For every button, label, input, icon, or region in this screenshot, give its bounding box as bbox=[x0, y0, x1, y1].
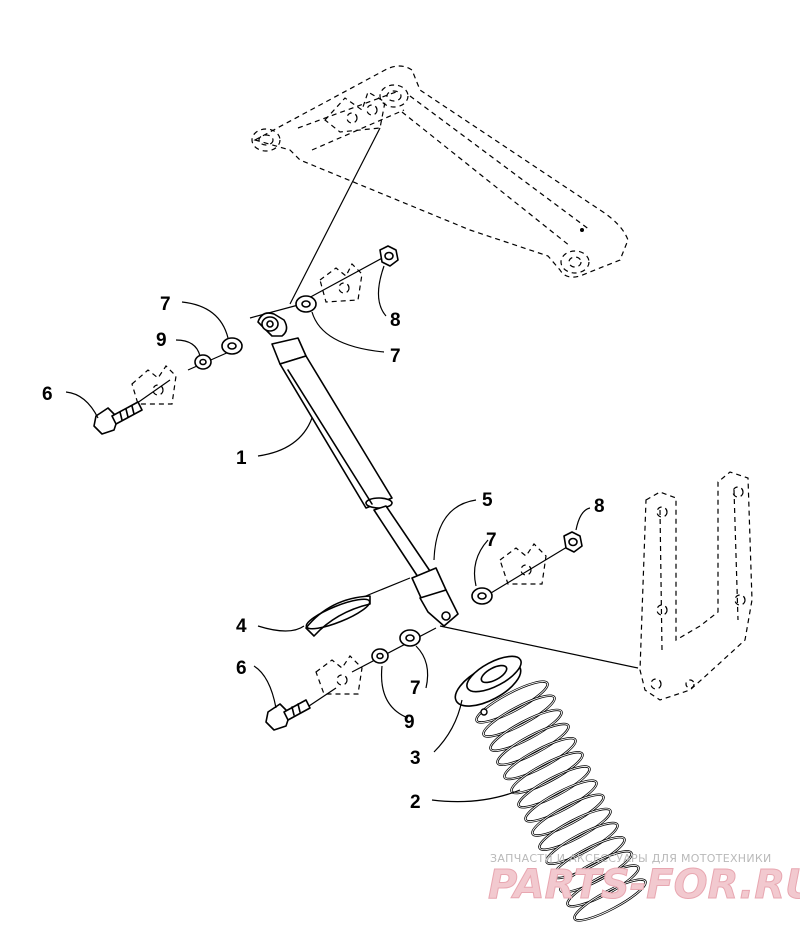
spring-coil bbox=[475, 681, 549, 723]
spring-coil bbox=[566, 865, 640, 907]
spring-coil bbox=[510, 751, 584, 794]
shock-absorber bbox=[257, 312, 459, 627]
spring-coil bbox=[503, 737, 577, 780]
watermark-brand: PARTS-FOR.RU bbox=[488, 862, 800, 908]
spring-coil bbox=[524, 779, 598, 823]
spring-coil bbox=[531, 793, 605, 837]
washer-9-bottom bbox=[371, 648, 389, 664]
spring-coil bbox=[496, 723, 570, 766]
callout-6-top: 6 bbox=[42, 384, 53, 405]
callout-3: 3 bbox=[410, 748, 421, 769]
frame-bracket-phantom bbox=[639, 471, 753, 701]
callout-4: 4 bbox=[236, 616, 247, 637]
callout-9-top: 9 bbox=[156, 330, 167, 351]
callout-7-lower-left: 7 bbox=[410, 678, 421, 699]
bushing-7-lower-left bbox=[399, 629, 421, 647]
callout-leaders bbox=[65, 265, 591, 803]
callout-9-bottom: 9 bbox=[404, 712, 415, 733]
spring-seat bbox=[454, 655, 522, 707]
bolt-6-top bbox=[93, 401, 143, 435]
mount-tab-left-upper bbox=[131, 365, 177, 405]
callout-1: 1 bbox=[236, 448, 247, 469]
spring-coil bbox=[545, 822, 619, 865]
mount-tab-right-lower bbox=[499, 543, 547, 585]
callout-7-lower-right: 7 bbox=[486, 530, 497, 551]
bushing-7-lower-right bbox=[471, 587, 493, 605]
assembly-lines bbox=[119, 127, 639, 713]
bushing-7-upper-right bbox=[295, 295, 317, 313]
a-arm-phantom bbox=[251, 65, 629, 278]
callout-2: 2 bbox=[410, 792, 421, 813]
spring-coil bbox=[503, 737, 577, 781]
callout-5: 5 bbox=[482, 490, 493, 511]
spring-coil bbox=[517, 766, 591, 808]
spring-coil bbox=[538, 807, 612, 851]
spring-coil bbox=[559, 850, 633, 893]
spring-coil bbox=[524, 780, 598, 822]
mount-tab-upper bbox=[319, 262, 363, 303]
callout-6-bottom: 6 bbox=[236, 658, 247, 679]
coil-spring bbox=[475, 680, 647, 922]
callout-8-top: 8 bbox=[390, 310, 401, 331]
mount-tab-left-lower bbox=[315, 655, 363, 695]
callout-7-upper-right: 7 bbox=[390, 346, 401, 367]
spring-coil bbox=[531, 794, 605, 836]
spring-coil bbox=[496, 722, 570, 766]
lock-collar bbox=[305, 595, 371, 637]
callout-8-bottom: 8 bbox=[594, 496, 605, 517]
spring-coil bbox=[517, 765, 591, 809]
nut-8-top bbox=[379, 245, 399, 267]
spring-coil bbox=[538, 808, 612, 851]
spring-coil bbox=[489, 708, 563, 752]
spring-coil bbox=[573, 879, 647, 921]
nut-8-bottom bbox=[563, 531, 583, 553]
callout-7-upper-left: 7 bbox=[160, 294, 171, 315]
spring-end bbox=[480, 708, 488, 716]
watermark-tagline: ЗАПЧАСТИ И АКСЕССУАРЫ ДЛЯ МОТОТЕХНИКИ bbox=[490, 852, 772, 865]
bushing-7-upper-left bbox=[221, 337, 243, 355]
bolt-6-bottom bbox=[265, 699, 311, 731]
spring-coil bbox=[552, 836, 626, 879]
spring-coil bbox=[489, 709, 563, 752]
spring-coil bbox=[510, 751, 584, 795]
spring-coil bbox=[482, 695, 556, 737]
washer-9-top bbox=[194, 354, 212, 370]
